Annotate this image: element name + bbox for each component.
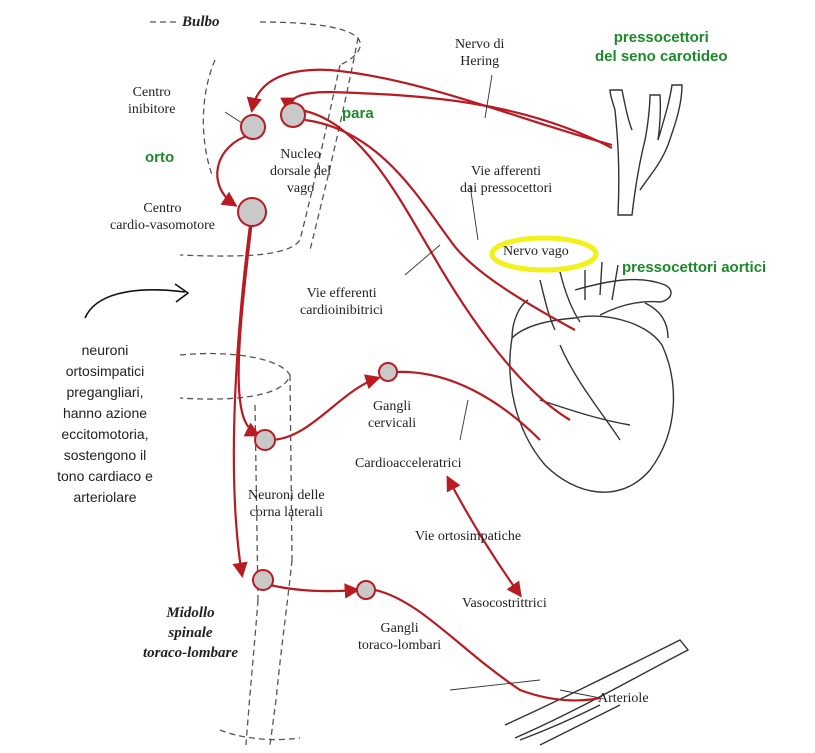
cardioacceleratrici-label: Cardioacceleratrici	[355, 455, 461, 472]
arteriole-label: Arteriole	[598, 690, 649, 707]
para-annotation: para	[342, 104, 374, 123]
orto-annotation: orto	[145, 148, 174, 167]
cardio-descending-path	[239, 220, 258, 435]
pressocettori-aortici-annotation: pressocettori aortici	[622, 258, 766, 277]
carotid-drawing	[610, 85, 682, 215]
afferent-carotid-path	[252, 70, 612, 145]
arteriole-drawing	[505, 640, 688, 745]
centro-inibitore-nucleus	[241, 115, 265, 139]
gangli-toraco-node	[357, 581, 375, 599]
midollo-nucleus	[253, 570, 273, 590]
neuroni-ortosimpatici-note: neuroni ortosimpatici pregangliari, hann…	[10, 340, 200, 508]
vagal-efferent-path	[300, 110, 570, 420]
vasocostrittrici-label: Vasocostrittrici	[462, 595, 547, 612]
centro-cardio-nucleus	[238, 198, 266, 226]
nucleo-dorsale-nucleus	[281, 103, 305, 127]
nervo-vago-label: Nervo vago	[503, 243, 569, 260]
thoracic-sympathetic-path	[270, 585, 357, 591]
curved-pointer-arrow	[85, 284, 188, 318]
bulbo-label: Bulbo	[182, 12, 220, 32]
heart-drawing	[510, 262, 674, 492]
corna-laterali-nucleus	[255, 430, 275, 450]
cardio-descending-path-2	[234, 225, 250, 575]
cardiac-sympathetic-path	[270, 378, 378, 440]
inhibitor-to-cardio-path	[217, 135, 250, 205]
vie-ortosimpatiche-label: Vie ortosimpatiche	[415, 528, 521, 545]
gangli-cervicali-node	[379, 363, 397, 381]
cervical-to-heart-path	[396, 372, 540, 440]
